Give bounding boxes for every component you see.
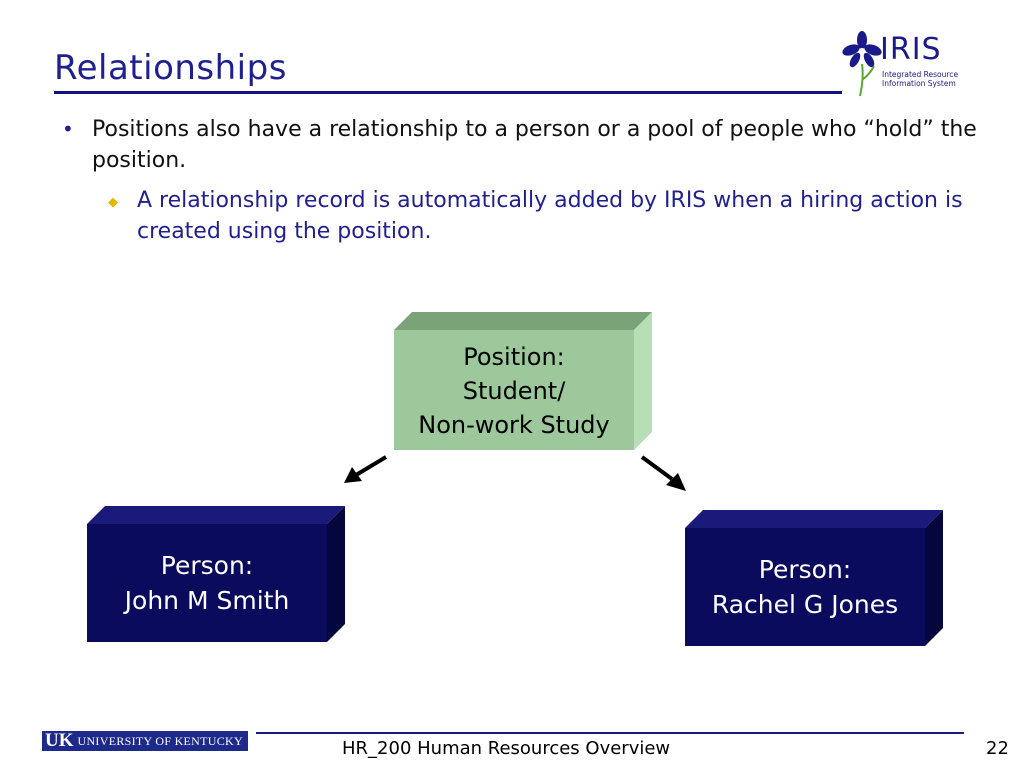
logo-subtitle-line-1: Integrated Resource [882,70,959,79]
arrow-right-icon [640,455,686,491]
person-box-rachel: Person: Rachel G Jones [685,510,945,650]
university-logo: UK UNIVERSITY OF KENTUCKY [42,730,248,751]
position-box-label: Position: Student/ Non-work Study [394,330,634,452]
bullet-list: • Positions also have a relationship to … [58,114,978,247]
sub-bullet-text: A relationship record is automatically a… [137,188,963,244]
person-box-john-shape [87,506,345,642]
iris-flower-icon [842,31,882,97]
person-2-line-2: Rachel G Jones [711,590,899,619]
position-box-shape [394,312,652,450]
logo-name: IRIS [880,32,942,67]
logo-subtitle-line-2: Information System [882,79,956,88]
position-line-1: Position: [463,343,565,371]
person-box-john: Person: John M Smith [87,506,347,646]
position-line-2: Student/ [462,377,566,405]
title-underline [54,91,842,94]
page-number: 22 [986,738,1009,759]
university-name: UNIVERSITY OF KENTUCKY [77,733,243,748]
footer-rule [256,732,964,734]
person-2-line-1: Person: [758,555,852,584]
university-mark: UK [45,730,74,751]
position-line-3: Non-work Study [418,411,610,439]
logo-subtitle: Integrated Resource Information System [882,70,972,88]
person-1-line-2: John M Smith [124,586,290,615]
person-box-rachel-label: Person: Rachel G Jones [685,528,925,646]
footer-course-title: HR_200 Human Resources Overview [342,738,671,759]
iris-logo: IRIS Integrated Resource Information Sys… [842,30,972,100]
bullet-item-1: • Positions also have a relationship to … [58,114,978,176]
relationship-arrows [344,455,686,491]
slide-title: Relationships [54,48,287,88]
bullet-dot-icon: • [62,117,74,141]
person-box-rachel-shape [685,510,943,646]
person-box-john-label: Person: John M Smith [87,524,327,642]
bullet-text-1: Positions also have a relationship to a … [92,117,977,173]
arrow-left-icon [344,455,388,483]
person-1-line-1: Person: [160,551,254,580]
sub-bullet-item: ◆ A relationship record is automatically… [58,185,978,247]
diamond-bullet-icon: ◆ [108,195,118,210]
position-box: Position: Student/ Non-work Study [394,312,654,452]
